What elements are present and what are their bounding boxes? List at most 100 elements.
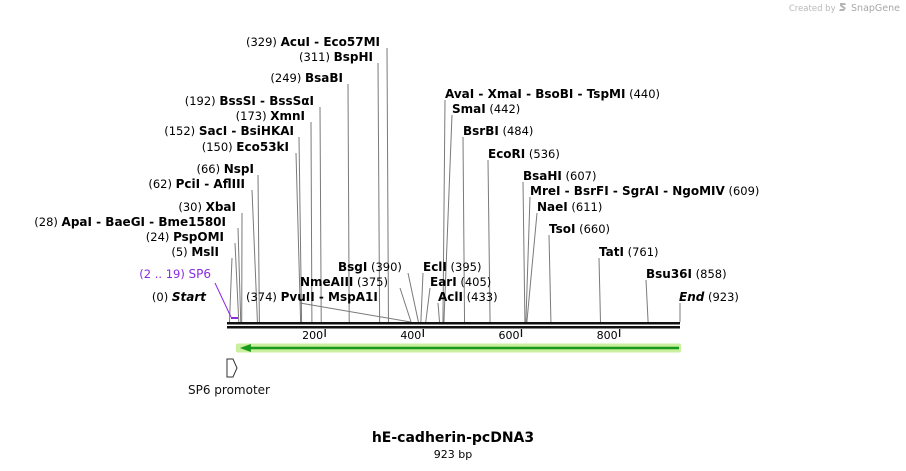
site-label-apai: (28) ApaI - BaeGI - Bme1580I <box>34 215 226 229</box>
site-enzyme-names: SmaI <box>452 102 486 116</box>
cut-site-line-acui <box>386 47 389 323</box>
sequence-map: (0) Start(5) MslI(24) PspOMI(28) ApaI - … <box>34 35 759 397</box>
site-enzyme-names: AvaI - XmaI - BsoBI - TspMI <box>445 87 625 101</box>
site-label-xbai: (30) XbaI <box>178 200 236 214</box>
cut-site-line-apai <box>237 227 242 323</box>
cut-site-line-ecori <box>487 159 491 323</box>
site-enzyme-names: AcuI - Eco57MI <box>281 35 380 49</box>
site-label-acli: AclI (433) <box>438 290 498 304</box>
site-lines <box>228 47 681 323</box>
sp6-feature-range: (2 .. 19) <box>139 267 188 281</box>
orf-arrow-head-icon <box>239 344 251 352</box>
site-position: (28) <box>34 215 61 229</box>
site-position: (484) <box>499 124 534 138</box>
cut-site-line-tati <box>598 257 601 323</box>
cut-site-line-bsssi <box>319 106 322 323</box>
site-enzyme-names: BspHI <box>334 50 373 64</box>
cut-site-line-eari <box>425 287 431 323</box>
site-position: (395) <box>447 260 482 274</box>
site-enzyme-names: XmnI <box>270 109 305 123</box>
cut-site-line-naei <box>526 212 538 323</box>
site-enzyme-names: EcoRI <box>488 147 525 161</box>
site-enzyme-names: End <box>679 290 705 304</box>
site-label-pvuii: (374) PvuII - MspA1I <box>246 290 378 304</box>
site-enzyme-names: Start <box>172 290 207 304</box>
map-length: 923 bp <box>433 448 473 461</box>
site-enzyme-names: TsoI <box>549 222 575 236</box>
site-position: (192) <box>185 94 220 108</box>
sp6-feature-name: SP6 <box>189 267 212 281</box>
cut-site-line-msli <box>228 257 233 323</box>
site-enzyme-names: PvuII - MspA1I <box>281 290 378 304</box>
tick-label-200: 200 <box>302 329 323 342</box>
site-enzyme-names: BssSI - BssSαI <box>219 94 314 108</box>
cut-site-line-bsrbi <box>462 136 466 323</box>
cut-site-line-ecli <box>420 272 424 323</box>
site-label-mrei: MreI - BsrFI - SgrAI - NgoMIV (609) <box>530 184 759 198</box>
site-label-bsrbi: BsrBI (484) <box>463 124 533 138</box>
cut-site-line-avai <box>442 99 446 323</box>
site-enzyme-names: BsaHI <box>523 169 562 183</box>
site-enzyme-names: NspI <box>224 162 254 176</box>
credit-brand: SnapGene <box>851 3 900 14</box>
site-label-pcii: (62) PciI - AflIII <box>148 177 245 191</box>
site-position: (660) <box>575 222 610 236</box>
site-label-avai: AvaI - XmaI - BsoBI - TspMI (440) <box>445 87 660 101</box>
cut-site-line-eco53ki <box>295 152 302 323</box>
cut-site-line-pcii <box>251 189 258 323</box>
site-label-ecori: EcoRI (536) <box>488 147 560 161</box>
cut-site-line-tsoi <box>548 234 552 323</box>
cut-site-line-nspi <box>257 174 260 323</box>
snapgene-credit: Created by SnapGene <box>789 2 900 14</box>
sp6-promoter-arrow-icon <box>226 358 238 378</box>
site-labels: (0) Start(5) MslI(24) PspOMI(28) ApaI - … <box>34 35 759 304</box>
site-position: (440) <box>625 87 660 101</box>
site-position: (5) <box>171 245 191 259</box>
site-label-tati: TatI (761) <box>599 245 659 259</box>
site-enzyme-names: Eco53kI <box>236 140 289 154</box>
site-position: (329) <box>246 35 281 49</box>
site-position: (607) <box>562 169 597 183</box>
site-enzyme-names: BsgI <box>338 260 367 274</box>
site-position: (923) <box>704 290 739 304</box>
site-position: (609) <box>725 184 760 198</box>
site-enzyme-names: ApaI - BaeGI - Bme1580I <box>62 215 226 229</box>
site-label-bsphi: (311) BspHI <box>299 50 373 64</box>
site-label-naei: NaeI (611) <box>537 200 602 214</box>
site-label-bsahi: BsaHI (607) <box>523 169 597 183</box>
cut-site-line-saci <box>298 136 303 323</box>
site-position: (152) <box>164 124 199 138</box>
map-title: hE-cadherin-pcDNA3 <box>371 430 535 446</box>
site-label-bsgi: BsgI (390) <box>338 260 402 274</box>
site-enzyme-names: Bsu36I <box>646 267 692 281</box>
cut-site-line-bsphi <box>377 62 381 323</box>
site-enzyme-names: EclI <box>423 260 447 274</box>
cut-site-line-pvuii <box>299 302 411 323</box>
site-position: (536) <box>525 147 560 161</box>
site-enzyme-names: SacI - BsiHKAI <box>199 124 294 138</box>
cut-site-line-nmeaiii <box>399 287 412 323</box>
site-enzyme-names: TatI <box>599 245 624 259</box>
sp6-promoter-label: SP6 promoter <box>188 383 270 397</box>
site-label-bsu36i: Bsu36I (858) <box>646 267 727 281</box>
site-enzyme-names: XbaI <box>206 200 236 214</box>
site-position: (0) <box>152 290 172 304</box>
cut-site-line-bsabi <box>347 83 350 323</box>
cut-site-line-acli <box>437 302 441 323</box>
site-position: (62) <box>148 177 175 191</box>
site-position: (24) <box>146 230 173 244</box>
site-position: (249) <box>270 71 305 85</box>
site-position: (311) <box>299 50 334 64</box>
site-label-acui: (329) AcuI - Eco57MI <box>246 35 380 49</box>
site-label-saci: (152) SacI - BsiHKAI <box>164 124 294 138</box>
cut-site-line-bsahi <box>522 181 526 323</box>
backbone-bottom-strand <box>227 326 680 329</box>
site-enzyme-names: EarI <box>430 275 457 289</box>
cut-site-line-pspomi <box>234 242 240 323</box>
site-enzyme-names: MreI - BsrFI - SgrAI - NgoMIV <box>530 184 726 198</box>
site-label-eco53ki: (150) Eco53kI <box>202 140 289 154</box>
site-label-smai: SmaI (442) <box>452 102 520 116</box>
site-enzyme-names: BsrBI <box>463 124 499 138</box>
